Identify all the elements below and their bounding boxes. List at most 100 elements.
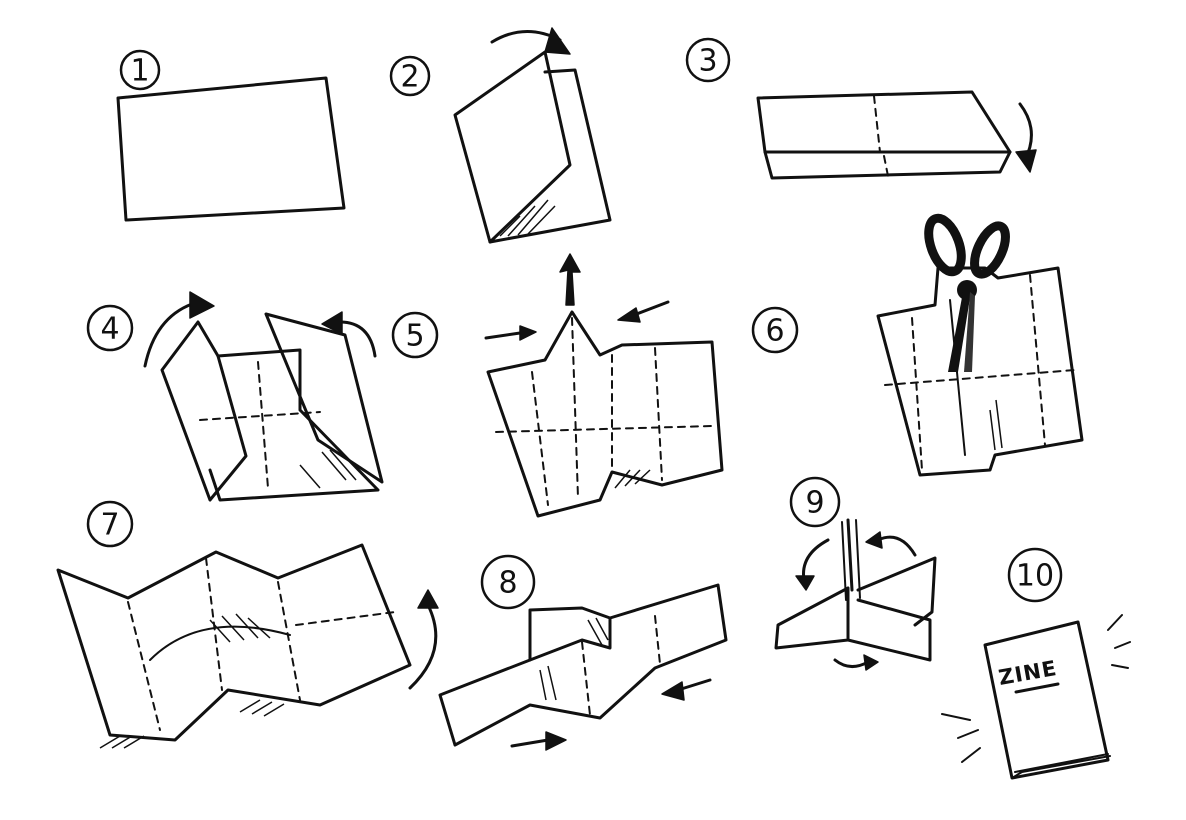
shadow-hatch xyxy=(299,447,367,489)
crease-left xyxy=(911,317,923,471)
scissors-icon xyxy=(924,213,1010,372)
crease-horizontal xyxy=(199,411,321,421)
crease-line xyxy=(873,95,881,153)
step-9-circle xyxy=(789,476,841,528)
step-1: 1 xyxy=(116,49,346,222)
step-8-circle xyxy=(480,554,536,610)
step-6-number: 6 xyxy=(765,314,784,349)
left-panel xyxy=(774,586,850,650)
push-right-arrow xyxy=(510,738,550,748)
zine-cover xyxy=(983,620,1110,780)
fold-up-arrow-head xyxy=(417,589,439,609)
step-1-circle xyxy=(119,49,161,91)
left-flap xyxy=(160,320,248,502)
rotate-bottom-arrow xyxy=(833,658,870,668)
cut-line xyxy=(949,299,966,456)
step-10-number: 10 xyxy=(1016,559,1054,594)
center-spine xyxy=(846,518,854,592)
inner-box-edges xyxy=(528,616,612,662)
step-2-number: 2 xyxy=(400,60,419,95)
crease-horizontal xyxy=(495,425,713,433)
crease-2 xyxy=(654,615,661,665)
sparkle-lines-right xyxy=(1107,614,1131,669)
fold-up-arrow xyxy=(408,603,438,690)
bottom-panel xyxy=(846,598,932,662)
shadow-hatch xyxy=(614,469,651,489)
step-6: 6 xyxy=(751,213,1084,477)
slit-shading xyxy=(209,613,271,643)
paper-base xyxy=(208,348,380,502)
step-3: 3 xyxy=(685,37,1037,180)
paper-folding-half xyxy=(453,50,572,244)
step-5-circle xyxy=(391,311,439,359)
step-5-number: 5 xyxy=(405,319,424,354)
curl-left-arrow-head xyxy=(189,291,215,319)
crease-horizontal xyxy=(884,369,1076,386)
step-8-number: 8 xyxy=(498,566,517,601)
paper-back-half xyxy=(488,68,612,244)
push-in-right-arrow-head xyxy=(617,307,641,323)
rotate-top-arrow-head xyxy=(865,531,883,549)
rotate-left-arrow xyxy=(802,538,830,582)
folded-strip-top xyxy=(756,90,1012,154)
sparkle-lines-left xyxy=(941,713,981,763)
step-9-number: 9 xyxy=(805,486,824,521)
step-4: 4 xyxy=(86,291,384,502)
crease-horizontal xyxy=(295,611,396,626)
opened-paper xyxy=(56,543,412,742)
crease-1 xyxy=(531,371,549,506)
crease-1 xyxy=(127,601,161,731)
push-in-left-arrow-head xyxy=(519,325,537,341)
push-in-right-arrow xyxy=(632,300,670,317)
step-1-number: 1 xyxy=(130,54,149,89)
push-right-arrow-head xyxy=(545,731,567,751)
fold-shading xyxy=(499,199,556,237)
right-flap xyxy=(264,312,384,484)
crease-vertical xyxy=(257,361,269,489)
collapsing-paper xyxy=(438,583,728,747)
step-7-circle xyxy=(86,500,134,548)
rotate-left-arrow-head xyxy=(795,575,815,591)
push-left-arrow-head xyxy=(661,681,685,701)
shadow-hatch xyxy=(989,399,1003,451)
step-7-number: 7 xyxy=(100,508,119,543)
step-2-circle xyxy=(389,55,431,97)
flip-down-arrow-head xyxy=(1015,149,1037,173)
fold-over-arrow-head xyxy=(544,27,571,55)
crease-3 xyxy=(277,581,301,701)
zine-title-underline xyxy=(1014,682,1060,694)
crease-2 xyxy=(571,317,579,499)
step-3-number: 3 xyxy=(698,44,717,79)
zine-pages xyxy=(1011,753,1111,779)
step-3-circle xyxy=(685,37,731,83)
crease-right xyxy=(1029,274,1046,446)
crease-line-lower xyxy=(883,155,889,177)
rotate-top-arrow xyxy=(876,535,917,557)
ground-hatch xyxy=(99,699,285,749)
paper-sheet xyxy=(116,76,346,222)
push-in-left-arrow xyxy=(484,331,522,340)
step-10: 10 ZINE xyxy=(941,547,1131,780)
rotate-bottom-arrow-head xyxy=(863,654,879,671)
pull-up-arrow xyxy=(559,253,581,306)
curl-right-arrow xyxy=(338,320,377,358)
step-7: 7 xyxy=(56,500,439,749)
crease-4 xyxy=(654,347,663,481)
step-5: 5 xyxy=(391,253,724,518)
curl-left-arrow xyxy=(143,302,194,368)
step-9: 9 xyxy=(774,476,937,671)
step-4-circle xyxy=(86,304,134,352)
step-4-number: 4 xyxy=(100,312,119,347)
curl-right-arrow-head xyxy=(321,311,343,335)
step-10-circle xyxy=(1007,547,1063,603)
folded-strip-bottom xyxy=(763,150,1012,180)
shadow-hatch xyxy=(539,617,609,701)
step-2: 2 xyxy=(389,27,612,244)
folded-paper xyxy=(876,266,1084,477)
right-panel xyxy=(856,556,937,627)
pinched-paper xyxy=(486,310,724,518)
slit-opening xyxy=(149,625,291,661)
spine-lines xyxy=(841,519,861,601)
step-6-circle xyxy=(751,306,799,354)
step-8: 8 xyxy=(438,554,728,751)
